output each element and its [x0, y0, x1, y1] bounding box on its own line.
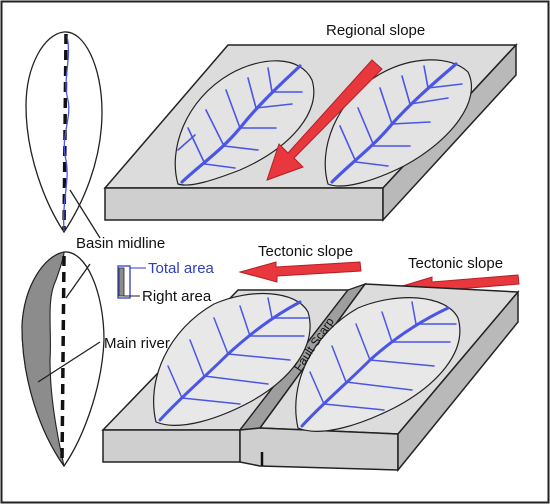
area-schematic [21, 251, 105, 468]
tributary [167, 365, 183, 399]
tributary [213, 317, 229, 355]
bottom-left-basin [153, 292, 311, 426]
tributary [339, 125, 357, 163]
tributary [203, 375, 269, 385]
tributary [189, 339, 205, 377]
tributary [177, 134, 196, 151]
tributary [267, 297, 273, 319]
tributary [381, 311, 393, 343]
area-legend [117, 265, 146, 299]
tributary [239, 305, 251, 337]
bottom-right-drainage-network [300, 301, 457, 428]
midline-leader-lower [65, 263, 91, 299]
regional-slope-arrow [266, 59, 383, 181]
bottom-block [101, 282, 520, 473]
basin-midline-leader [69, 189, 101, 239]
tributary [411, 301, 417, 325]
tributary [227, 353, 291, 361]
bottom-right-basin [295, 297, 461, 432]
tributary [357, 107, 375, 147]
tributary [225, 89, 241, 129]
tributary [391, 121, 431, 125]
basin-midline-dashed [62, 33, 68, 231]
tributary [427, 83, 463, 89]
tectonic-slope-arrow-left [238, 261, 362, 283]
right-fault-block-front [239, 427, 399, 471]
tributary [401, 75, 411, 105]
right-area-swatch [118, 267, 125, 297]
area-midline-dashed [60, 255, 66, 465]
tributary [204, 163, 236, 169]
bottom-left-drainage-network [158, 297, 309, 422]
tributary [369, 359, 435, 367]
tributary [187, 127, 206, 165]
top-right-drainage-network [330, 62, 463, 184]
main-river-leader [37, 341, 101, 383]
top-block [103, 43, 518, 222]
regional-slope-label: Regional slope [326, 22, 425, 39]
right-area-label: Right area [142, 288, 212, 305]
top-left-drainage-network [177, 64, 303, 184]
tributary [331, 345, 347, 383]
tributary [267, 67, 273, 93]
tectonic-slope-label-right: Tectonic slope [408, 255, 503, 272]
tributary [205, 109, 225, 147]
main-river-label: Main river [104, 335, 170, 352]
tributary [355, 323, 371, 361]
total-area-label: Total area [148, 260, 215, 277]
tributary [323, 403, 385, 411]
tributary [409, 97, 449, 105]
tributary [309, 371, 325, 405]
tributary [255, 103, 293, 109]
midline-river-trace [63, 35, 70, 231]
basin-midline-label: Basin midline [76, 235, 165, 252]
right-fault-block-side [397, 289, 519, 473]
tributary [223, 145, 259, 151]
tectonic-slope-label-left: Tectonic slope [258, 243, 353, 260]
left-fault-block-front [102, 429, 241, 463]
tributary [247, 77, 257, 109]
tributary [379, 87, 393, 125]
top-block-front-face [104, 187, 384, 221]
right-area-shaded-region [21, 251, 65, 467]
midline-schematic [25, 31, 103, 239]
tributary [181, 397, 241, 405]
tributary [423, 65, 429, 89]
tributary [345, 381, 413, 391]
tributary [355, 161, 389, 167]
